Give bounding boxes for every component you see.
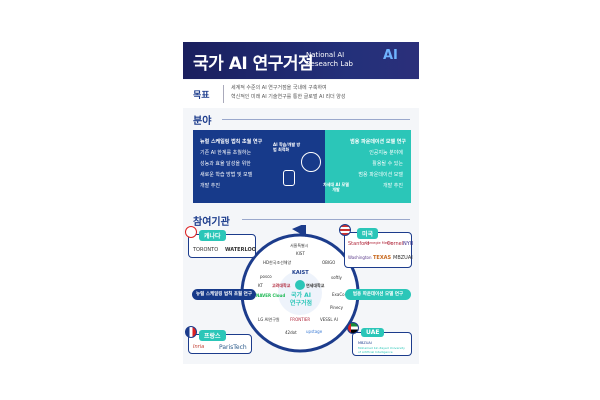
partner-logo: Mohamed bin Zayed University	[358, 346, 405, 350]
ring-logo: VESSL AI	[320, 317, 338, 322]
subtitle-line2: Research Lab	[306, 60, 353, 68]
ring-logo: KT	[258, 283, 263, 288]
ring-logo: KAIST	[292, 270, 309, 276]
goal-line2: 혁신적인 미래 AI 기술연구를 통한 글로벌 AI 리더 양성	[231, 94, 346, 100]
partner-logo: Stanford	[348, 241, 370, 247]
partners-heading: 참여기관	[193, 217, 230, 228]
divider	[242, 219, 410, 220]
partner-logo: Inria	[193, 344, 205, 350]
ai-logo-icon: AI	[383, 48, 398, 63]
usa-flag-icon	[339, 224, 351, 236]
field-neural-scaling: 뉴럴 스케일링 법칙 초월 연구 기존 AI 한계를 초월하는 성능과 효율 달…	[193, 130, 325, 203]
ring-logo: Pinecy	[330, 305, 343, 310]
ring-logo: LG AI연구원	[258, 317, 280, 322]
partner-logo: Carnegie Mellon	[365, 241, 394, 245]
left-research-pill: 뉴럴 스케일링 법칙 초월 연구	[192, 289, 256, 300]
partner-logo: ParisTech	[219, 344, 247, 351]
center-circle	[278, 271, 322, 315]
country-uae: UAE MBZUAI Mohamed bin Zayed University …	[352, 328, 412, 356]
divider	[223, 85, 224, 103]
country-france: 프랑스 Inria ParisTech	[188, 330, 252, 354]
partner-logo: MBZUAI	[358, 341, 372, 345]
desc-line: 개발 추진	[383, 183, 403, 189]
fields-heading: 분야	[193, 116, 212, 127]
arrow-icon	[292, 225, 306, 237]
desc-line: 기존 AI 한계를 초월하는	[200, 150, 252, 156]
ring-logo: 서울특별시	[290, 243, 309, 248]
center-line2: 연구거점	[289, 300, 313, 307]
ring-logo: NAVER Cloud	[256, 293, 286, 298]
partner-logo: MBZUAI	[393, 255, 413, 261]
uae-flag-icon	[347, 322, 359, 334]
ring-logo: ExaCo	[332, 292, 345, 297]
country-usa: 미국 Stanford Carnegie Mellon Cornell NYU …	[344, 228, 414, 268]
partner-logo: TORONTO	[193, 247, 219, 253]
ring-logo: 연세대학교	[306, 283, 325, 288]
field-title: 뉴럴 스케일링 법칙 초월 연구	[200, 139, 263, 145]
center-bottom-label: 차세대 AI 모델 개발	[323, 182, 349, 192]
desc-line: 인공지능 분야에	[369, 150, 403, 156]
goal-label: 목표	[193, 91, 210, 101]
field-title: 범용 파운데이션 모델 연구	[350, 139, 406, 145]
pin-icon	[295, 280, 305, 290]
ring-logo: HD한국조선해양	[263, 260, 292, 265]
right-research-pill: 범용 파운데이션 모델 연구	[345, 289, 411, 300]
divider	[222, 119, 410, 120]
desc-line: 개발 추진	[200, 183, 220, 189]
partner-logo: WATERLOO	[225, 247, 256, 253]
ring-logo: FRONTIER	[290, 317, 311, 322]
goal-line1: 세계적 수준의 AI 연구거점을 국내에 구축하여	[231, 85, 327, 91]
partner-logo: of Artificial Intelligence	[358, 350, 393, 354]
ring-logo: posco	[260, 274, 272, 279]
partner-logo: Cornell	[387, 241, 405, 247]
brain-icon	[301, 152, 321, 172]
country-label: 캐나다	[199, 230, 226, 241]
field-desc: 인공지능 분야에 활용될 수 있는 범용 파운데이션 모델 개발 추진	[358, 148, 403, 192]
field-foundation-model: 범용 파운데이션 모델 연구 인공지능 분야에 활용될 수 있는 범용 파운데이…	[323, 130, 411, 203]
center-top-label: AI 학습/개발 방법 최적화	[273, 142, 301, 152]
robot-icon	[283, 170, 295, 186]
ring-logo: 42dot	[285, 330, 297, 335]
ring-logo: OBIGO	[322, 260, 336, 265]
ring-logo: softly	[331, 275, 342, 280]
field-desc: 기존 AI 한계를 초월하는 성능과 효율 달성을 위한 새로운 학습 방법 및…	[200, 148, 252, 192]
canada-flag-icon	[185, 226, 197, 238]
country-canada: 캐나다 TORONTO WATERLOO	[188, 230, 256, 258]
country-label: UAE	[361, 328, 385, 337]
ring-logo: 고려대학교	[272, 283, 291, 288]
partner-logo: NYU	[403, 241, 414, 247]
subtitle-line1: National AI	[306, 51, 345, 59]
center-line1: 국가 AI	[290, 292, 311, 299]
country-label: 프랑스	[199, 330, 226, 341]
country-label: 미국	[357, 228, 379, 239]
france-flag-icon	[185, 326, 197, 338]
banner-title: 국가 AI 연구거점	[193, 54, 314, 74]
partner-logo: TEXAS	[373, 255, 392, 261]
desc-line: 성능과 효율 달성을 위한	[200, 161, 251, 167]
desc-line: 활용될 수 있는	[372, 161, 403, 167]
ring-logo: upstage	[306, 329, 323, 334]
desc-line: 범용 파운데이션 모델	[358, 172, 403, 178]
desc-line: 새로운 학습 방법 및 모델	[200, 172, 253, 178]
partner-logo: Washington	[348, 255, 372, 260]
ring-logo: KIST	[296, 251, 305, 256]
